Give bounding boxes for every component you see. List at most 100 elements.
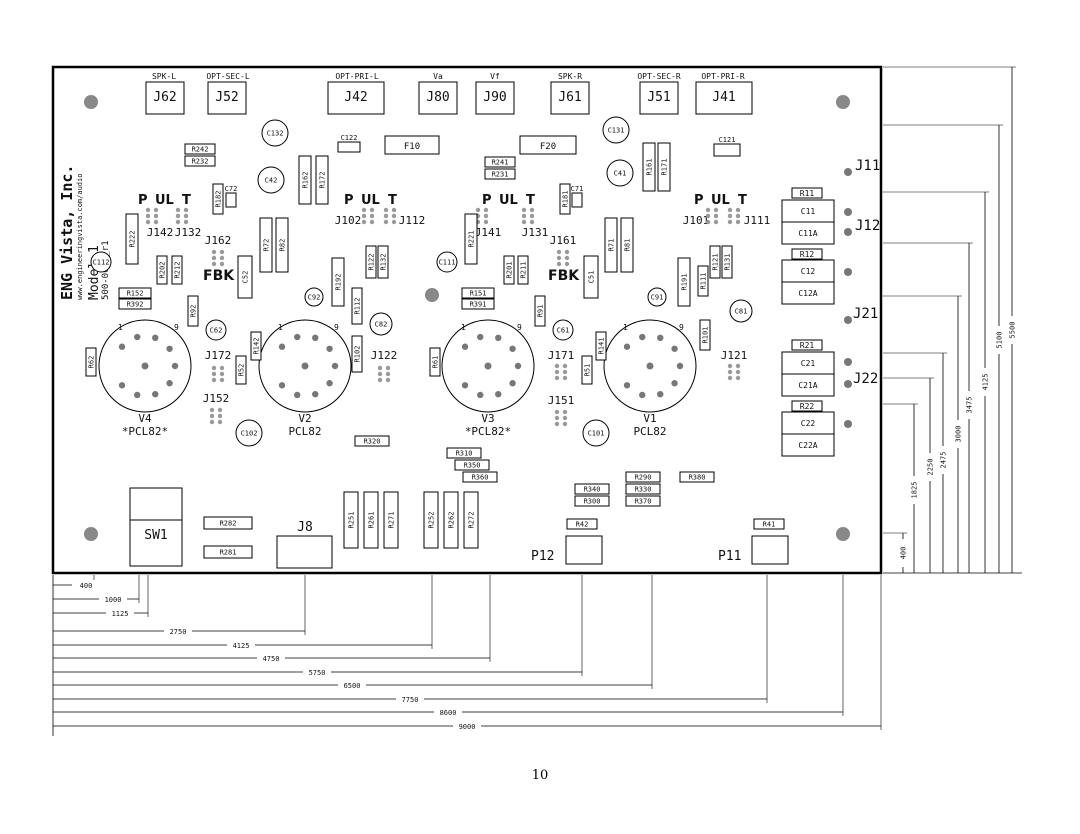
connector-P12: P12 bbox=[531, 535, 603, 565]
capacitor-C71: C71 bbox=[571, 185, 583, 208]
jumper-label: J142 bbox=[147, 226, 174, 239]
resistor-R222: R222 bbox=[125, 213, 139, 265]
part-label: C22 bbox=[801, 419, 816, 428]
part-label: R131 bbox=[724, 254, 732, 271]
tube-type: *PCL82* bbox=[122, 425, 168, 438]
part-label: R72 bbox=[263, 239, 271, 252]
connector-J61: SPK-R J61 bbox=[550, 72, 590, 115]
dimension-v-400: 400 bbox=[883, 532, 908, 573]
part-label: R142 bbox=[253, 338, 261, 355]
part-label: C42 bbox=[265, 177, 278, 185]
tube-pin bbox=[326, 380, 333, 387]
tube-type: PCL82 bbox=[633, 425, 666, 438]
tube-pin bbox=[461, 343, 469, 350]
resistor-R91: R91 bbox=[534, 295, 546, 327]
part-label: R290 bbox=[635, 474, 652, 482]
part-label: C12 bbox=[801, 267, 816, 276]
part-label: R171 bbox=[661, 159, 669, 176]
svg-text:P: P bbox=[344, 193, 354, 208]
svg-text:P: P bbox=[482, 193, 492, 208]
dimension-h-9000: 9000 bbox=[53, 575, 882, 731]
resistor-R171: R171 bbox=[657, 142, 671, 192]
connector-label: OPT-SEC-R bbox=[637, 72, 681, 81]
jumper-J142: J142 bbox=[145, 207, 174, 239]
part-label: C61 bbox=[557, 327, 570, 335]
part-label: C82 bbox=[375, 321, 388, 329]
horizontal-dimensions: 4001000112527504125475057506500775086009… bbox=[52, 575, 882, 736]
tube-pin bbox=[657, 334, 664, 342]
tube-pin bbox=[134, 333, 141, 341]
part-label: R71 bbox=[608, 239, 616, 252]
jumper-label: J112 bbox=[399, 214, 426, 227]
part-label: C22A bbox=[798, 441, 817, 450]
capacitor-C41: C41 bbox=[606, 159, 634, 187]
resistor-R360: R360 bbox=[462, 471, 498, 483]
output-part-C21: C21 bbox=[781, 351, 835, 375]
tube-pin bbox=[312, 390, 319, 398]
dimension-label: 1825 bbox=[911, 482, 919, 499]
capacitor-C51: C51 bbox=[583, 255, 599, 299]
connector-ref: J90 bbox=[483, 90, 506, 105]
tube-pin bbox=[294, 333, 301, 341]
connector-label: Va bbox=[433, 72, 443, 81]
connector-J80: Va J80 bbox=[418, 72, 458, 115]
capacitor-C112: C112 bbox=[90, 251, 112, 273]
dimension-h-4125: 4125 bbox=[53, 575, 433, 650]
pin-label: 1 bbox=[278, 323, 283, 332]
side-connector-label: J11 bbox=[855, 158, 880, 174]
part-label: C101 bbox=[588, 430, 605, 438]
tube-pin bbox=[166, 345, 173, 352]
part-label: C62 bbox=[210, 327, 223, 335]
capacitor-C82: C82 bbox=[369, 312, 393, 336]
tube-pin bbox=[514, 362, 522, 370]
part-label: R82 bbox=[279, 239, 287, 252]
tube-pin bbox=[623, 382, 631, 389]
part-label: R370 bbox=[635, 498, 652, 506]
part-label: R221 bbox=[468, 231, 476, 248]
resistor-R242: R242 bbox=[184, 143, 216, 155]
tube-pin bbox=[312, 334, 319, 342]
resistor-R101: R101 bbox=[699, 319, 711, 351]
svg-text:UL: UL bbox=[711, 193, 730, 208]
svg-text:T: T bbox=[388, 193, 397, 208]
part-label: C132 bbox=[267, 130, 284, 138]
svg-text:T: T bbox=[526, 193, 535, 208]
svg-text:UL: UL bbox=[155, 193, 174, 208]
connector-J90: Vf J90 bbox=[475, 72, 515, 115]
part-label: R42 bbox=[576, 521, 589, 529]
tube-ref: V3 bbox=[481, 412, 494, 425]
jumper-J161: J161 bbox=[550, 234, 576, 267]
tube-pin bbox=[639, 391, 646, 399]
resistor-R172: R172 bbox=[315, 155, 329, 205]
puit-label-right-1: P UL T bbox=[482, 193, 535, 208]
dimension-v-2250: 2250 bbox=[883, 377, 935, 573]
tube-pin bbox=[134, 391, 141, 399]
dimension-label: 4125 bbox=[233, 642, 250, 650]
resistor-R122: R122 bbox=[365, 245, 377, 279]
resistor-R262: R262 bbox=[443, 491, 459, 549]
tube-pin bbox=[278, 382, 286, 389]
jumper-label: J132 bbox=[175, 226, 202, 239]
dimension-h-5750: 5750 bbox=[53, 575, 583, 677]
tube-pin bbox=[671, 345, 678, 352]
part-label: R252 bbox=[428, 512, 436, 529]
resistor-R251: R251 bbox=[343, 491, 359, 549]
tube-socket-V3: 1 9 V3 *PCL82* bbox=[441, 319, 535, 438]
tube-ref: V2 bbox=[298, 412, 311, 425]
resistor-R391: R391 bbox=[461, 298, 495, 310]
capacitor-C131: C131 bbox=[602, 116, 630, 144]
part-label: R262 bbox=[448, 512, 456, 529]
part-label: R340 bbox=[584, 486, 601, 494]
jumper-label: J152 bbox=[203, 392, 230, 405]
dimension-label: 5750 bbox=[309, 669, 326, 677]
tube-pin bbox=[166, 380, 173, 387]
page-number: 10 bbox=[531, 768, 549, 783]
part-label: R350 bbox=[464, 462, 481, 470]
dimension-v-3000: 3000 bbox=[883, 295, 963, 573]
dimension-label: 400 bbox=[900, 547, 908, 560]
connector-J42: OPT-PRI-L J42 bbox=[327, 72, 385, 115]
capacitor-C61: C61 bbox=[552, 319, 574, 341]
resistor-R212: R212 bbox=[171, 255, 183, 285]
